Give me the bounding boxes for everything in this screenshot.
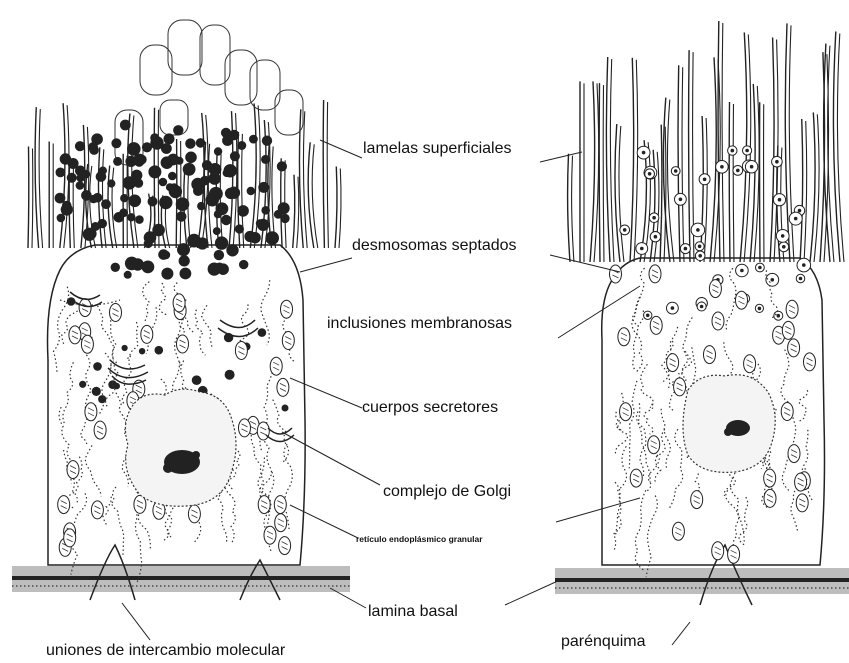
leader-lamina-right [505, 580, 560, 605]
label-parenquima: parénquima [561, 633, 646, 650]
leader-cuerpos [290, 378, 362, 408]
leader-uniones [122, 603, 150, 640]
label-lamelas-superficiales: lamelas superficiales [363, 140, 512, 157]
label-cuerpos-secretores: cuerpos secretores [362, 399, 498, 416]
leader-parenquima [672, 622, 690, 645]
right-cell [555, 21, 849, 605]
left-cell [12, 20, 350, 600]
leader-reticulo-right [556, 498, 640, 522]
leader-reticulo-left [290, 505, 358, 538]
left-surface-lamellae [28, 100, 341, 248]
label-lamina-basal: lamina basal [368, 603, 458, 620]
label-uniones-intercambio: uniones de intercambio molecular [46, 642, 286, 659]
leader-golgi [282, 432, 380, 485]
label-reticulo-endoplasmico: retículo endoplásmico granular [356, 534, 483, 544]
leader-lamelas-right [540, 152, 582, 162]
left-secretory-granules [55, 120, 290, 412]
right-surface-lamellae [568, 21, 844, 262]
label-inclusiones-membranosas: inclusiones membranosas [327, 315, 512, 332]
leader-lamelas-left [320, 140, 362, 158]
leader-desmosomas-left [300, 258, 352, 272]
label-complejo-golgi: complejo de Golgi [383, 483, 511, 500]
left-nucleus [125, 389, 236, 506]
label-desmosomas-septados: desmosomas septados [352, 237, 517, 254]
left-vacuoles [115, 20, 303, 165]
